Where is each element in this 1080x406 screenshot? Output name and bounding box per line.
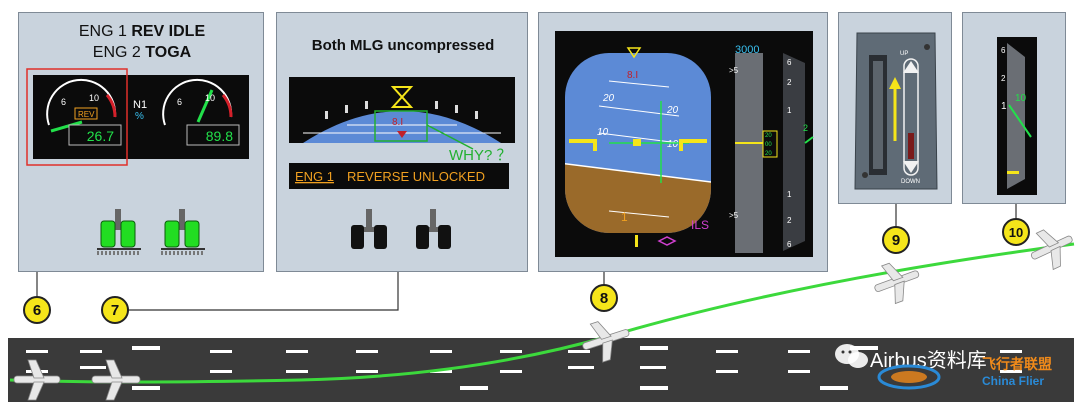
vs-readout: 2: [803, 123, 808, 133]
step-10: 10: [1002, 218, 1030, 246]
panel-pfd: 20 20 10 10 8.I 1 3000 >5 >5 20 00 20 6 …: [538, 12, 828, 272]
gauge-needle: [1008, 104, 1032, 138]
eng1-label: ENG 1: [78, 23, 127, 40]
vs-6-top: 6: [787, 58, 792, 67]
gauge-value: 10: [1015, 93, 1027, 104]
step-6: 6: [23, 296, 51, 324]
gear-down-label: DOWN: [901, 179, 920, 185]
vs-1-bottom: 1: [787, 190, 792, 199]
heading-1: 1: [621, 210, 628, 224]
eng2-status-line: ENG 2 TOGA: [19, 44, 265, 62]
ils-label: ILS: [691, 218, 709, 232]
pitch-20-right: 20: [666, 105, 679, 116]
pfd-graphics: 20 20 10 10 8.I 1 3000 >5 >5 20 00 20 6 …: [555, 31, 814, 257]
altitude-tape: [735, 53, 763, 253]
scale-6: 6: [1001, 46, 1006, 55]
ecam-reverse-unlocked: REVERSE UNLOCKED: [347, 169, 485, 184]
alt-5-top: >5: [729, 66, 739, 75]
pitch-10-left: 10: [597, 127, 609, 138]
eng2-n1-value: 89.8: [206, 128, 233, 144]
eng2-tick-6: 6: [177, 97, 182, 107]
alt-target: 3000: [735, 44, 759, 56]
panel-mlg-uncompressed: Both MLG uncompressed 8.I WHY? ？ ENG 1 R…: [276, 12, 528, 272]
eng1-status-line: ENG 1 REV IDLE: [19, 23, 265, 41]
step-7: 7: [101, 296, 129, 324]
eng2-label: ENG 2: [92, 44, 141, 61]
why-annotation: WHY? ？: [449, 147, 512, 164]
mlg-right-compressed: [161, 209, 205, 255]
panel-gauge: 6 2 1 10: [962, 12, 1066, 204]
aircraft-2: [91, 359, 141, 401]
aircraft-5: [1030, 229, 1073, 271]
aircraft-1: [13, 359, 61, 401]
eng2-needle: [196, 89, 214, 123]
vs-1-top: 1: [787, 106, 792, 115]
pitch-10-right: 10: [667, 139, 679, 150]
engine-gauges: 6 10 REV 26.7 N1 % 6 10 89.8: [26, 68, 249, 255]
eng1-mode: REV IDLE: [131, 23, 206, 40]
gauge-graphics: 6 2 1 10: [997, 37, 1037, 195]
alt-drum-bot: 20: [765, 151, 772, 157]
watermark: Airbus资料库 飞行者联盟 China Flier: [832, 336, 1078, 396]
vs-scale: [783, 53, 805, 251]
pitch-highlight-box: [374, 110, 428, 142]
vs-2-top: 2: [787, 78, 792, 87]
gear-up-label: UP: [900, 51, 908, 57]
alt-5-bottom: >5: [729, 211, 739, 220]
n1-unit: %: [135, 111, 144, 122]
vs-6-bottom: 6: [787, 240, 792, 249]
watermark-site-cn: 飞行者联盟: [982, 356, 1052, 372]
pfd-ground: [565, 163, 711, 233]
runway: [8, 338, 1074, 402]
aircraft-4: [874, 262, 920, 305]
eng2-n1-gauge: 6 10 89.8: [162, 78, 240, 146]
pfd-sky-arc: [303, 111, 501, 143]
wechat-icon: [835, 344, 868, 368]
aircraft-3: [582, 321, 630, 363]
pitch-value: 8.I: [392, 117, 403, 128]
eng1-n1-gauge: 6 10 REV 26.7: [46, 78, 122, 146]
ecam-eng: ENG 1: [295, 169, 334, 184]
pitch-20-left: 20: [602, 93, 615, 104]
mlg-right-uncompressed: [416, 209, 451, 249]
rev-flag-box: [74, 107, 98, 120]
trajectory-line: [9, 242, 1075, 384]
step-9: 9: [882, 226, 910, 254]
n1-label: N1: [133, 99, 147, 111]
gear-lever-graphics: UP DOWN: [854, 32, 938, 190]
eng2-tick-10: 10: [205, 93, 215, 103]
eng1-needle: [50, 120, 83, 133]
watermark-site-en: China Flier: [982, 374, 1045, 388]
scale-2: 2: [1001, 74, 1006, 83]
flier-logo-icon: [877, 364, 941, 390]
panel7-graphics: 8.I WHY? ？ ENG 1 REVERSE UNLOCKED: [289, 77, 515, 249]
alt-drum-mid: 00: [765, 142, 772, 148]
eng1-highlight-box: [26, 68, 128, 166]
mlg-left-compressed: [97, 209, 141, 255]
panel-engine-display: ENG 1 REV IDLE ENG 2 TOGA 6 10 REV 26.7 …: [18, 12, 264, 272]
step-8: 8: [590, 284, 618, 312]
vs-2-bottom: 2: [787, 216, 792, 225]
eng1-tick-6: 6: [61, 97, 66, 107]
mlg-left-uncompressed: [351, 209, 387, 249]
runway-markings: [26, 346, 1022, 390]
panel7-title: Both MLG uncompressed: [311, 37, 495, 54]
panel-gear-lever: UP DOWN: [838, 12, 952, 204]
ecam-message-box: [289, 163, 509, 189]
eng2-mode: TOGA: [145, 44, 192, 61]
scale-1: 1: [1001, 101, 1007, 112]
rev-flag: REV: [78, 110, 95, 119]
eng1-tick-10: 10: [89, 93, 99, 103]
pfd-pitch-value: 8.I: [627, 70, 638, 81]
eng1-n1-value: 26.7: [87, 128, 114, 144]
alt-drum-top: 20: [765, 133, 772, 139]
